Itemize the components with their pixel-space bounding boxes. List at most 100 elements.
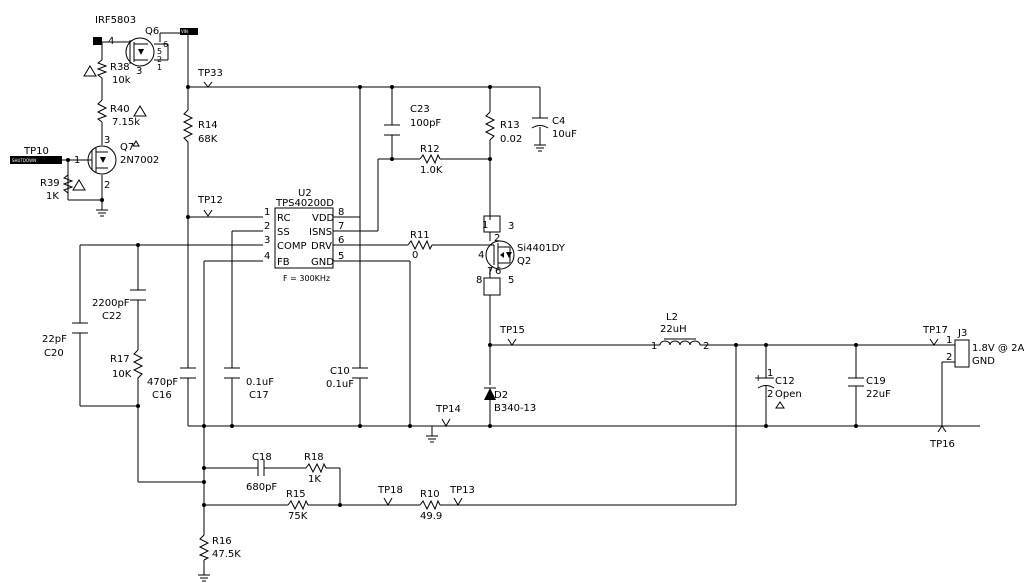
wires bbox=[62, 30, 980, 575]
connector-j3: J3 1 2 1.8V @ 2A GND bbox=[946, 328, 1024, 368]
tp14-label: TP14 bbox=[435, 404, 461, 415]
q7-pin: 1 bbox=[74, 155, 80, 166]
j3-label2: GND bbox=[972, 356, 995, 367]
c4-ref: C4 bbox=[552, 116, 565, 127]
r10-value: 49.9 bbox=[420, 511, 442, 522]
r39-value: 1K bbox=[46, 191, 59, 202]
r15-ref: R15 bbox=[286, 489, 306, 500]
c12-ref: C12 bbox=[775, 376, 795, 387]
chip-part: TPS40200D bbox=[275, 198, 334, 209]
r39-ref: R39 bbox=[40, 178, 60, 189]
r14-value: 68K bbox=[198, 134, 218, 145]
j3-pin2: 2 bbox=[946, 352, 952, 363]
chip-u2: U2 TPS40200D F = 300KHz 1 RC 2 SS 3 COMP… bbox=[264, 188, 344, 283]
l2-value: 22uH bbox=[660, 324, 687, 335]
q2-pin: 4 bbox=[478, 250, 484, 261]
q2-pin: 7 bbox=[487, 266, 493, 277]
c17-ref: C17 bbox=[249, 390, 269, 401]
tp10-label: TP10 bbox=[23, 146, 49, 157]
r13-value: 0.02 bbox=[500, 134, 522, 145]
j3-pin1: 1 bbox=[946, 335, 952, 346]
d2-part: B340-13 bbox=[494, 403, 536, 414]
inductor-l2: L2 22uH 1 2 bbox=[651, 312, 709, 352]
c12-value: Open bbox=[775, 389, 802, 400]
c19-value: 22uF bbox=[866, 389, 891, 400]
q2-pin: 1 bbox=[482, 220, 488, 231]
mosfet-q7: 1 2 3 Q7 2N7002 bbox=[74, 135, 159, 191]
q7-pin: 3 bbox=[104, 135, 110, 146]
c22-value: 2200pF bbox=[92, 298, 130, 309]
q2-pin: 3 bbox=[508, 221, 514, 232]
junction-dots bbox=[66, 85, 858, 507]
shutdown-flag: SHUTDOWN bbox=[12, 158, 36, 163]
r11-ref: R11 bbox=[410, 230, 430, 241]
d2-ref: D2 bbox=[494, 390, 508, 401]
chip-pin-num: 6 bbox=[338, 235, 344, 246]
chip-pin-num: 3 bbox=[264, 235, 270, 246]
q2-pin: 5 bbox=[508, 275, 514, 286]
r15-value: 75K bbox=[288, 511, 308, 522]
r17-value: 10K bbox=[112, 369, 132, 380]
chip-pin-name: GND bbox=[311, 257, 334, 268]
c20-value: 22pF bbox=[42, 334, 67, 345]
q2-pin: 8 bbox=[476, 275, 482, 286]
q6-pin: 2 bbox=[157, 55, 162, 64]
c18-ref: C18 bbox=[252, 452, 272, 463]
q7-pin: 2 bbox=[104, 180, 110, 191]
c16-ref: C16 bbox=[152, 390, 172, 401]
mosfet-q6: 4 3 1 2 5 6 IRF5803 Q6 bbox=[95, 15, 169, 77]
q2-part: Si4401DY bbox=[517, 243, 566, 254]
c20-ref: C20 bbox=[44, 348, 64, 359]
c12-pin1: 1 bbox=[767, 368, 773, 379]
chip-pin-num: 1 bbox=[264, 207, 270, 218]
tp13-label: TP13 bbox=[449, 485, 475, 496]
chip-note: F = 300KHz bbox=[283, 274, 330, 283]
r38-ref: R38 bbox=[110, 62, 130, 73]
r18-ref: R18 bbox=[304, 452, 324, 463]
chip-pin-name: ISNS bbox=[309, 227, 332, 238]
q2-pin: 6 bbox=[495, 266, 501, 277]
chip-pin-name: SS bbox=[277, 227, 290, 238]
tp15-label: TP15 bbox=[499, 325, 525, 336]
tp16-label: TP16 bbox=[929, 439, 955, 450]
r16-value: 47.5K bbox=[212, 549, 241, 560]
diode-d2: D2 B340-13 bbox=[484, 387, 536, 414]
svg-text:+: + bbox=[754, 373, 762, 384]
r14-ref: R14 bbox=[198, 120, 218, 131]
r17-ref: R17 bbox=[110, 354, 130, 365]
chip-pin-name: FB bbox=[277, 257, 290, 268]
testpoints: TP33 TP12 TP15 TP17 TP14 TP16 TP18 TP13 … bbox=[23, 68, 955, 507]
c23-ref: C23 bbox=[410, 104, 430, 115]
q6-pin: 3 bbox=[136, 66, 142, 77]
l2-ref: L2 bbox=[666, 312, 678, 323]
chip-pin-name: COMP bbox=[277, 241, 307, 252]
chip-pin-name: RC bbox=[277, 213, 290, 224]
r40-ref: R40 bbox=[110, 104, 130, 115]
tp17-label: TP17 bbox=[922, 325, 948, 336]
c18-value: 680pF bbox=[246, 482, 277, 493]
mosfet-q2: 1 2 3 4 8 7 6 5 Si4401DY Q2 bbox=[476, 215, 566, 296]
tp33-label: TP33 bbox=[197, 68, 223, 79]
chip-pin-num: 8 bbox=[338, 207, 344, 218]
q6-ref: Q6 bbox=[145, 26, 159, 37]
chip-pin-num: 4 bbox=[264, 251, 270, 262]
j3-label1: 1.8V @ 2A bbox=[972, 343, 1024, 354]
c4-value: 10uF bbox=[552, 129, 577, 140]
capacitor-labels: C23 100pF C4 10uF 2200pF C22 22pF C20 47… bbox=[42, 104, 891, 493]
q6-pin: 6 bbox=[163, 40, 168, 49]
chip-pin-name: VDD bbox=[312, 213, 335, 224]
c10-value: 0.1uF bbox=[326, 379, 354, 390]
resistor-labels: R14 68K R13 0.02 R12 1.0K R11 0 R17 10K … bbox=[40, 62, 522, 560]
q2-ref: Q2 bbox=[517, 256, 531, 267]
r16-ref: R16 bbox=[212, 536, 232, 547]
r38-value: 10k bbox=[112, 75, 131, 86]
ground-symbols bbox=[96, 209, 438, 582]
q7-part: 2N7002 bbox=[120, 155, 159, 166]
r18-value: 1K bbox=[308, 474, 321, 485]
q7-ref: Q7 bbox=[120, 142, 134, 153]
chip-pin-num: 7 bbox=[338, 221, 344, 232]
r40-value: 7.15k bbox=[112, 117, 140, 128]
l2-pin1: 1 bbox=[651, 341, 657, 352]
c17-value: 0.1uF bbox=[246, 377, 274, 388]
